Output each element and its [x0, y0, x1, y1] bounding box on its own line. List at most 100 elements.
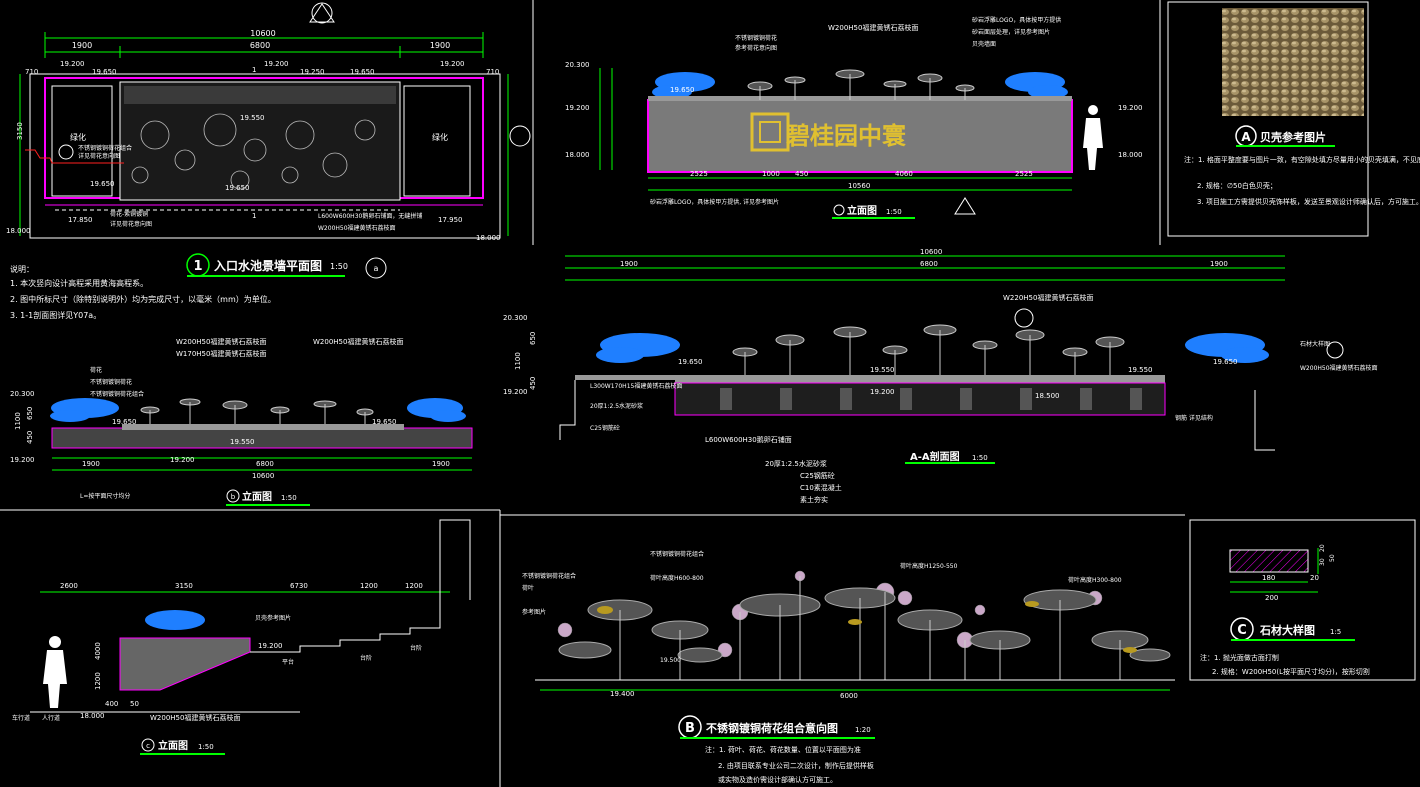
general-notes-head: 说明：	[10, 264, 34, 274]
front-logo-text: 碧桂园中寰	[785, 122, 906, 150]
front-note-shell: 贝壳墙面	[972, 40, 996, 48]
stone-dim-200: 200	[1265, 594, 1278, 602]
plan-title-block	[186, 253, 387, 279]
front-elev-wall: 19.650	[670, 86, 695, 94]
aa-note-stone-220: W220H50福建黄锈石荔枝面	[1003, 293, 1093, 302]
aa-elev-top: 20.300	[503, 314, 528, 322]
plan-dim-lines	[19, 32, 509, 236]
c-elev-ground: 18.000	[80, 712, 105, 720]
b-dim-right: 1900	[432, 460, 450, 468]
c-side-dim-3: 400	[105, 700, 118, 708]
lotus-composition	[535, 570, 1175, 691]
aa-note-c25-1: C25钢筋砼	[590, 424, 620, 432]
b-title-block	[226, 489, 310, 506]
plan-note-pebble: L600W600H30鹅卵石铺面，无缝拼铺	[318, 212, 422, 220]
aa-dim-center: 6800	[920, 260, 938, 268]
plan-title-sym: a	[374, 264, 379, 273]
b-note-lotus: 荷花	[90, 366, 102, 374]
c-title-num: c	[146, 742, 150, 750]
section-aa	[559, 255, 1285, 451]
front-dim-1: 2525	[690, 170, 708, 178]
plan-note-lotus-2: 详见荷花意向图	[78, 152, 120, 160]
c-note-platform: 平台	[282, 658, 294, 666]
stone-title-scale: 1:5	[1330, 628, 1341, 636]
aa-note-soil: 素土夯实	[800, 495, 828, 504]
aa-dim-total: 10600	[920, 248, 942, 256]
stone-title: 石材大样图	[1259, 623, 1315, 637]
b-side-dim-2: 650	[26, 407, 34, 420]
plan-note-lotus-ref: 详见荷花意向图	[110, 220, 152, 228]
b-note-stone-2: W170H50福建黄锈石荔枝面	[176, 349, 266, 358]
plan-elev-1: 19.200	[60, 60, 85, 68]
aa-elev-pool: 18.500	[1035, 392, 1060, 400]
plan-note-stone: W200H50福建黄锈石荔枝面	[318, 224, 396, 232]
tree-icon	[50, 398, 119, 422]
plan-elev-12: 18.000	[6, 227, 31, 235]
plan-dim-center: 6800	[250, 41, 270, 50]
plan-elev-9: 19.650	[225, 184, 250, 192]
plan-elev-3: 19.200	[264, 60, 289, 68]
front-note-logo: 砂岩浮雕LOGO，具体按甲方提供	[972, 16, 1061, 24]
front-dim-2: 1000	[762, 170, 780, 178]
b-note-lotus-group: 不锈钢镀铜荷花组合	[90, 390, 144, 398]
front-title-block	[832, 197, 976, 219]
lotus-title: 不锈钢镀铜荷花组合意向图	[706, 721, 838, 735]
stone-dim-180: 180	[1262, 574, 1275, 582]
plan-side-dim-mid: 3150	[16, 122, 24, 140]
plan-elev-8: 19.650	[90, 180, 115, 188]
aa-note-c25-2: C25钢筋砼	[800, 471, 835, 480]
plan-elev-10: 17.850	[68, 216, 93, 224]
b-note-stone-3: W200H50福建黄锈石荔枝面	[313, 337, 403, 346]
shell-note-3: 3. 项目施工方需提供贝壳饰样板，发送至景观设计师确认后，方可施工。	[1197, 197, 1420, 206]
plan-title-scale: 1:50	[330, 262, 348, 271]
lotus-elev-water: 19.500	[660, 657, 681, 664]
aa-note-stone-detail: 石材大样图	[1300, 340, 1330, 348]
shell-title-num: A	[1241, 130, 1251, 144]
lotus-title-scale: 1:20	[855, 726, 871, 734]
c-side-dim-1: 4000	[94, 642, 102, 660]
tree-icon	[145, 610, 205, 630]
stone-title-num: C	[1237, 623, 1247, 638]
b-elev-ground-mid: 19.200	[170, 456, 195, 464]
aa-note-coping: L300W170H15福建黄锈石荔枝面	[590, 382, 682, 390]
lotus-note-leaf: 荷叶	[522, 584, 534, 592]
stone-dim-r20: 20	[1319, 544, 1326, 552]
tree-icon	[407, 398, 466, 422]
front-lotus-group	[747, 69, 975, 100]
lotus-dim-total: 6000	[840, 692, 858, 700]
tree-icon	[652, 72, 715, 100]
c-dim-3: 6730	[290, 582, 308, 590]
front-note-finish: 砂岩面层处理，详见参考图片	[972, 28, 1050, 36]
aa-note-rebar: 钢筋 详见结构	[1175, 414, 1213, 422]
b-elev-ground-left: 19.200	[10, 456, 35, 464]
plan-elev-4: 19.250	[300, 68, 325, 76]
aa-elev-wall: 19.650	[678, 358, 703, 366]
plan-section-mark-bottom: 1	[252, 212, 256, 220]
stone-detail	[1229, 548, 1319, 593]
plan-dim-left: 1900	[72, 41, 92, 50]
c-dim-2: 3150	[175, 582, 193, 590]
c-title-scale: 1:50	[198, 743, 214, 751]
front-dim-5: 2525	[1015, 170, 1033, 178]
aa-title: A-A剖面图	[910, 450, 960, 463]
shell-title: 贝壳参考图片	[1260, 130, 1326, 144]
c-title: 立面图	[158, 739, 188, 752]
aa-elev-pool-mid: 19.200	[870, 388, 895, 396]
general-note-2: 2. 图中所标尺寸（除特别说明外）均为完成尺寸，以毫米（mm）为单位。	[10, 294, 276, 304]
aa-elev-right-1: 19.550	[1128, 366, 1153, 374]
aa-dim-left: 1900	[620, 260, 638, 268]
person-silhouette-icon	[1083, 105, 1103, 170]
person-silhouette-icon	[43, 636, 67, 708]
front-note-logo-bottom: 砂岩浮雕LOGO，具体按甲方提供, 详见参考图片	[650, 198, 779, 206]
front-elev-ground-left: 19.200	[565, 104, 590, 112]
front-dim-4: 4060	[895, 170, 913, 178]
shell-title-block	[1235, 125, 1335, 147]
plan-elev-5: 19.650	[350, 68, 375, 76]
lotus-note-h2: 荷叶高度H1250-550	[900, 562, 958, 570]
c-dim-1: 2600	[60, 582, 78, 590]
aa-side-dim-2: 650	[529, 332, 537, 345]
c-title-block	[140, 738, 225, 755]
c-note-road: 车行道	[12, 714, 30, 722]
b-note-length: L=按平面尺寸均分	[80, 492, 130, 500]
